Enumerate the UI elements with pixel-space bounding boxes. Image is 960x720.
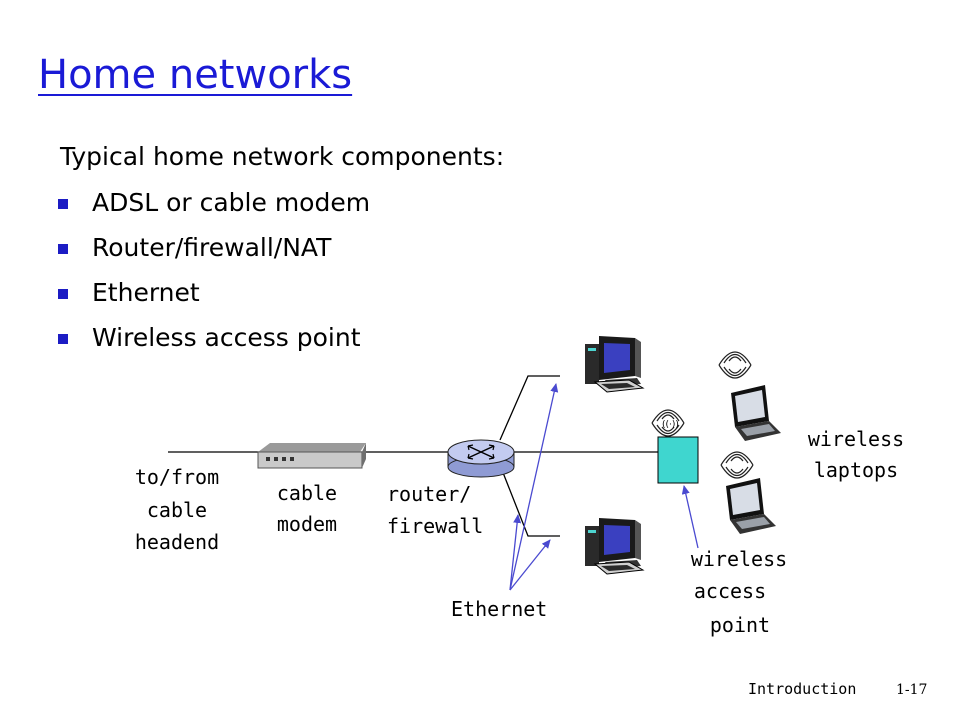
wireless-access-point-icon <box>657 436 699 484</box>
wifi-signal-icon <box>720 451 754 479</box>
svg-text:modem: modem <box>277 512 337 536</box>
svg-text:cable: cable <box>277 481 337 505</box>
list-item-text: Wireless access point <box>92 323 361 352</box>
ethernet-label: Ethernet <box>451 597 547 621</box>
bullet-square-icon <box>58 334 68 344</box>
cable-modem-icon <box>257 443 366 469</box>
list-item: Ethernet <box>58 276 370 321</box>
bullet-square-icon <box>58 289 68 299</box>
svg-text:wireless: wireless <box>691 547 787 571</box>
svg-text:router/: router/ <box>387 482 471 506</box>
svg-text:laptops: laptops <box>814 458 898 482</box>
list-item-text: Router/firewall/NAT <box>92 233 332 262</box>
list-item: Router/firewall/NAT <box>58 231 370 276</box>
ap-pointer-arrow <box>681 485 699 549</box>
svg-text:wireless: wireless <box>808 427 904 451</box>
bullet-square-icon <box>58 199 68 209</box>
laptop-icon <box>731 385 781 441</box>
wireless-laptops-label: wireless laptops <box>808 427 904 482</box>
svg-text:to/from: to/from <box>135 465 219 489</box>
svg-text:cable: cable <box>147 498 207 522</box>
laptop-icon <box>726 478 776 534</box>
list-item: Wireless access point <box>58 321 370 366</box>
ethernet-link-top-pc <box>499 375 560 441</box>
ethernet-pointer-arrow <box>509 539 551 591</box>
router-firewall-label: router/ firewall <box>387 482 483 538</box>
slide-number: 1-17 <box>896 682 928 698</box>
to-from-headend-label: to/from cable headend <box>135 465 219 554</box>
bullet-square-icon <box>58 244 68 254</box>
ethernet-pointer-arrow <box>509 514 522 591</box>
slide-subtitle: Typical home network components: <box>60 142 505 171</box>
wireless-access-point-label: wireless access point <box>691 547 787 637</box>
desktop-computer-icon <box>584 517 644 575</box>
ethernet-pointer-arrow <box>509 383 559 591</box>
wifi-signal-icon <box>718 351 752 379</box>
svg-text:point: point <box>710 613 770 637</box>
slide-title: Home networks <box>38 52 353 98</box>
svg-text:headend: headend <box>135 530 219 554</box>
svg-text:firewall: firewall <box>387 514 483 538</box>
footer-section-label: Introduction <box>748 680 857 698</box>
component-list: ADSL or cable modem Router/firewall/NAT … <box>58 186 370 366</box>
list-item: ADSL or cable modem <box>58 186 370 231</box>
list-item-text: ADSL or cable modem <box>92 188 371 217</box>
svg-text:access: access <box>694 579 766 603</box>
list-item-text: Ethernet <box>92 278 200 307</box>
router-icon <box>447 439 515 478</box>
desktop-computer-icon <box>584 335 644 393</box>
ethernet-link-bottom-pc <box>499 464 560 537</box>
cable-modem-label: cable modem <box>277 481 337 536</box>
wifi-emblem-text: ((·)) <box>662 420 679 430</box>
